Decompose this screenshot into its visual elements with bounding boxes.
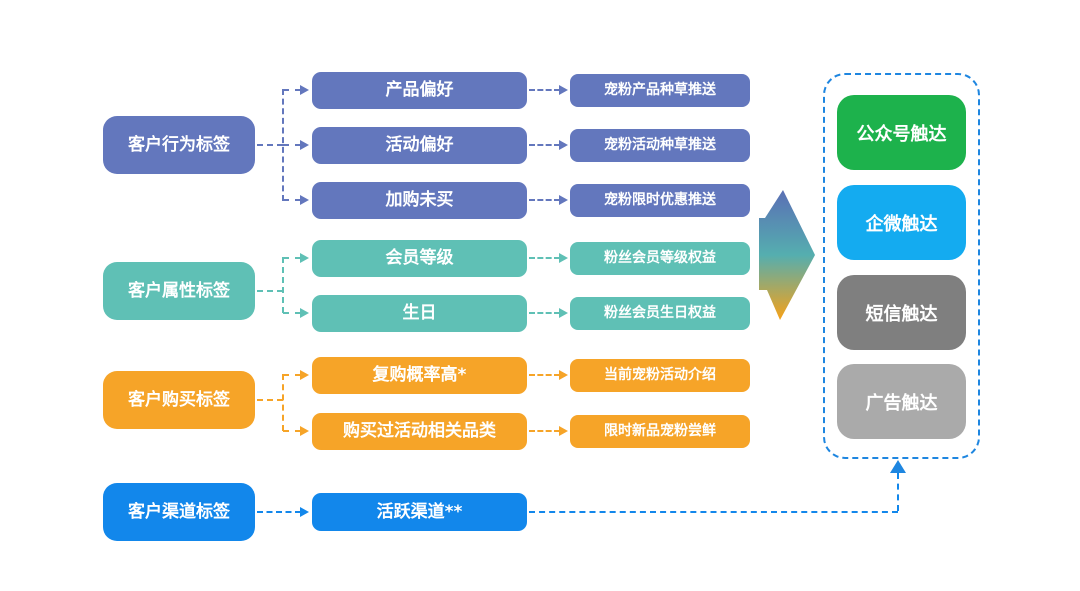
connector-line — [529, 257, 560, 259]
connector-line — [897, 473, 899, 511]
tag-box: 活跃渠道** — [312, 493, 527, 531]
arrow-right-icon — [300, 308, 309, 318]
tag-box: 复购概率高* — [312, 357, 527, 394]
arrow-right-icon — [559, 426, 568, 436]
arrow-right-icon — [559, 85, 568, 95]
connector-line — [282, 374, 284, 431]
connector-line — [283, 199, 301, 201]
channel-ads: 广告触达 — [837, 364, 966, 439]
arrow-up-icon — [890, 460, 906, 473]
connector-line — [529, 511, 898, 513]
tag-box: 会员等级 — [312, 240, 527, 277]
action-box: 宠粉活动种草推送 — [570, 129, 750, 162]
connector-line — [257, 290, 283, 292]
arrow-right-icon — [559, 253, 568, 263]
arrow-right-icon — [559, 370, 568, 380]
connector-line — [283, 89, 301, 91]
connector-line — [282, 257, 284, 313]
connector-line — [283, 374, 301, 376]
arrow-right-icon — [300, 85, 309, 95]
connector-line — [529, 430, 560, 432]
gradient-right-arrow-icon — [759, 190, 815, 320]
arrow-right-icon — [559, 140, 568, 150]
action-box: 宠粉产品种草推送 — [570, 74, 750, 107]
group-label-channel: 客户渠道标签 — [103, 483, 255, 541]
channel-wecom: 企微触达 — [837, 185, 966, 260]
connector-line — [283, 312, 301, 314]
action-box: 限时新品宠粉尝鲜 — [570, 415, 750, 448]
tag-box: 生日 — [312, 295, 527, 332]
connector-line — [257, 144, 283, 146]
connector-line — [529, 199, 560, 201]
arrow-right-icon — [300, 507, 309, 517]
connector-line — [283, 257, 301, 259]
arrow-right-icon — [300, 140, 309, 150]
tag-box: 产品偏好 — [312, 72, 527, 109]
action-box: 粉丝会员生日权益 — [570, 297, 750, 330]
tag-box: 活动偏好 — [312, 127, 527, 164]
arrow-right-icon — [300, 195, 309, 205]
connector-line — [283, 430, 301, 432]
arrow-right-icon — [300, 370, 309, 380]
group-label-behavior: 客户行为标签 — [103, 116, 255, 174]
reach-channels-panel: 公众号触达 企微触达 短信触达 广告触达 — [823, 73, 980, 459]
connector-line — [529, 144, 560, 146]
arrow-right-icon — [300, 426, 309, 436]
connector-line — [529, 374, 560, 376]
action-box: 粉丝会员等级权益 — [570, 242, 750, 275]
action-box: 当前宠粉活动介绍 — [570, 359, 750, 392]
group-label-purchase: 客户购买标签 — [103, 371, 255, 429]
connector-line — [257, 511, 301, 513]
tag-box: 加购未买 — [312, 182, 527, 219]
channel-sms: 短信触达 — [837, 275, 966, 350]
connector-line — [529, 89, 560, 91]
channel-official-account: 公众号触达 — [837, 95, 966, 170]
action-box: 宠粉限时优惠推送 — [570, 184, 750, 217]
arrow-right-icon — [559, 195, 568, 205]
arrow-right-icon — [300, 253, 309, 263]
group-label-attribute: 客户属性标签 — [103, 262, 255, 320]
arrow-right-icon — [559, 308, 568, 318]
tag-box: 购买过活动相关品类 — [312, 413, 527, 450]
connector-line — [529, 312, 560, 314]
connector-line — [257, 399, 283, 401]
connector-line — [283, 144, 301, 146]
